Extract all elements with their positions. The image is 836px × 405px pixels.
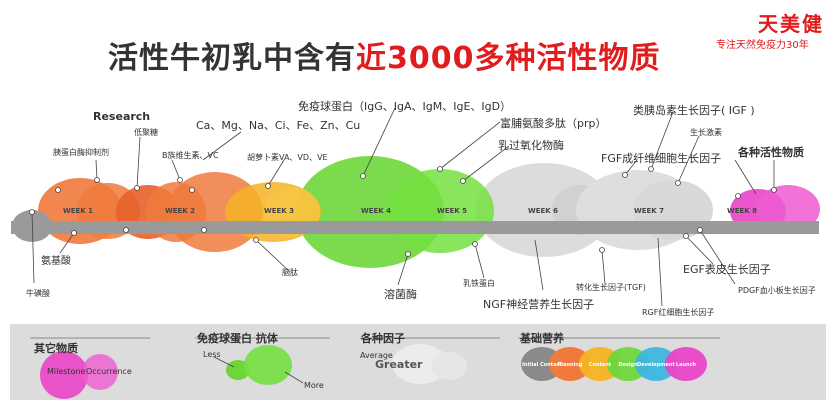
legend-factors-title: 各种因子 (361, 332, 405, 345)
nutrition-step: Development (637, 362, 675, 368)
label-amino-acids: 氨基酸 (41, 256, 71, 267)
title-prefix: 活性牛初乳中含有 (108, 41, 356, 76)
nutrition-step: Content (589, 362, 612, 368)
legend-other-small (82, 354, 118, 390)
legend-greater: Greater (375, 358, 423, 371)
label-lactoperoxidase: 乳过氧化物酶 (498, 139, 564, 152)
week-label: WEEK 6 (528, 207, 558, 215)
page-title: 活性牛初乳中含有近3000多种活性物质 (108, 33, 661, 77)
week-label: WEEK 7 (634, 207, 664, 215)
label-research: Research (93, 110, 151, 123)
label-egf: EGF表皮生长因子 (683, 263, 771, 276)
week-label: WEEK 3 (264, 207, 294, 215)
label-b-vitamins: B族维生素、VC (162, 151, 219, 160)
label-prp: 富脯氨酸多肽（prp） (500, 117, 607, 130)
title-highlight: 近3000多种活性物质 (356, 41, 661, 76)
brand-logo: 天美健 (758, 12, 824, 36)
nutrition-step: Launch (676, 362, 697, 368)
nutrition-step: Planning (558, 362, 583, 368)
legend-average-circle (431, 352, 467, 380)
label-oligosaccharide: 低聚糖 (134, 128, 158, 137)
legend-other-big (40, 351, 88, 399)
nutrition-step: Design (618, 362, 638, 368)
label-fgf: FGF成纤维细胞生长因子 (601, 152, 722, 165)
label-vitamins: 胡萝卜素VA、VD、VE (247, 153, 328, 162)
label-growth-hormone: 生长激素 (690, 128, 722, 137)
label-trypsin-inhibitor: 胰蛋白酶抑制剂 (53, 148, 109, 157)
week-label: WEEK 1 (63, 207, 93, 215)
label-ngf: NGF神经营养生长因子 (483, 298, 595, 311)
brand-slogan: 专注天然免疫力30年 (716, 40, 809, 51)
legend-antibody-title: 免疫球蛋白 抗体 (197, 332, 278, 345)
week-label: WEEK 8 (727, 207, 757, 215)
label-active-substances: 各种活性物质 (738, 146, 804, 159)
week-label: WEEK 2 (165, 207, 195, 215)
legend-nutrition-title: 基础营养 (520, 332, 564, 345)
legend-milestone: Milestone (47, 367, 86, 376)
label-rgf: RGF红细胞生长因子 (642, 308, 715, 317)
label-lactoferrin: 乳铁蛋白 (463, 279, 495, 288)
legend-more: More (304, 381, 324, 390)
label-lysozyme: 溶菌酶 (384, 288, 417, 301)
nutrition-step: Initial Contact (522, 362, 562, 368)
label-minerals: Ca、Mg、Na、Ci、Fe、Zn、Cu (196, 119, 361, 132)
legend-greater-circle (392, 344, 448, 384)
label-igf: 类胰岛素生长因子( IGF ) (633, 104, 755, 117)
label-pdgf: PDGF血小板生长因子 (738, 286, 816, 295)
legend-occurrence: Occurrence (86, 367, 132, 376)
label-immunoglobulin: 免疫球蛋白（IgG、IgA、IgM、IgE、IgD） (298, 100, 512, 113)
label-peptides: 脑肽 (282, 268, 298, 277)
label-tgf: 转化生长因子(TGF) (576, 283, 646, 292)
timeline-bar (11, 221, 819, 234)
week-label: WEEK 4 (361, 207, 391, 215)
label-taurine: 牛磺酸 (26, 289, 50, 298)
legend-average: Average (360, 351, 393, 360)
legend-less: Less (203, 350, 221, 359)
legend-other-title: 其它物质 (34, 342, 78, 355)
week-label: WEEK 5 (437, 207, 467, 215)
legend-more-circle (244, 345, 292, 385)
